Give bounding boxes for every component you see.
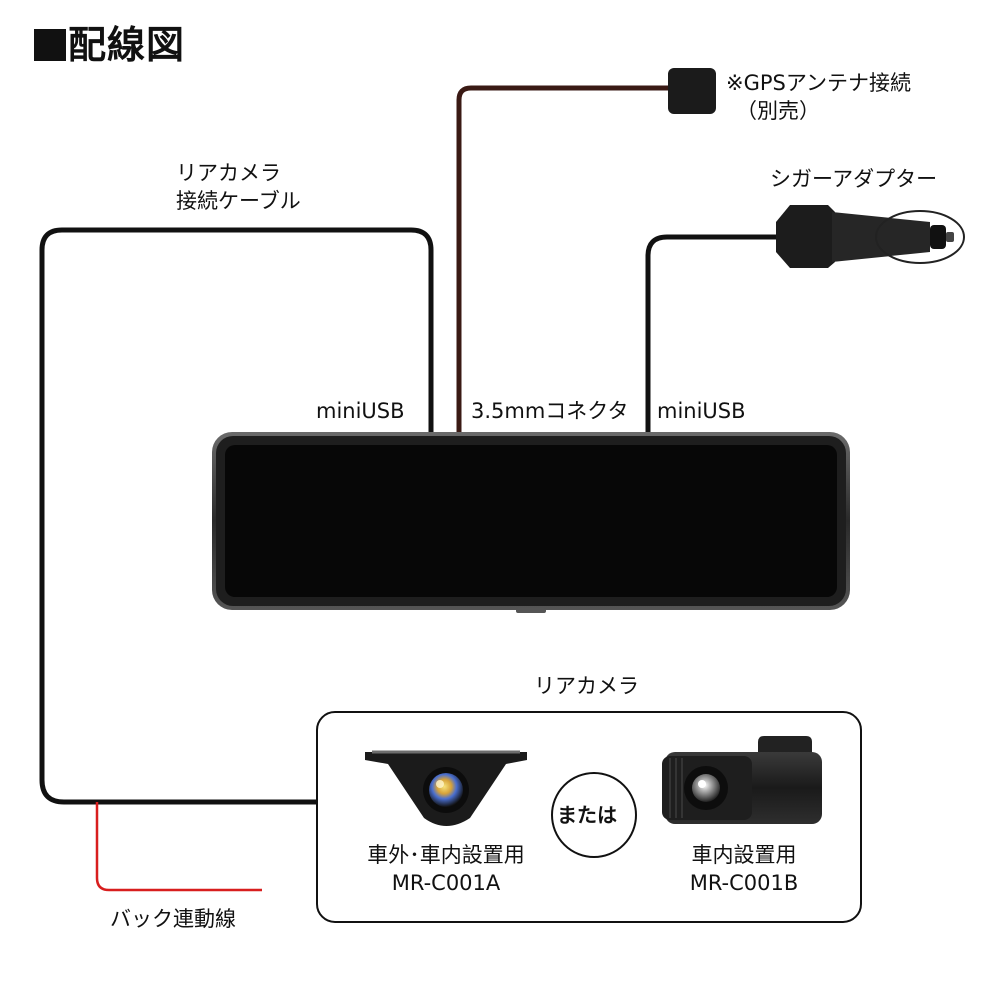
rear-camera-group-label: リアカメラ [534,674,639,698]
camera-b-icon [662,736,822,824]
rear-cable-label-line2: 接続ケーブル [176,189,301,213]
camera-b-label-line1: 車内設置用 [691,843,797,867]
camera-a-label-line2: MR-C001A [391,871,501,895]
or-label: または [557,803,617,827]
cigar-adapter-icon [776,205,965,268]
cigar-adapter-label: シガーアダプター [770,167,938,191]
cigar-adapter-cable [645,234,786,438]
gps-antenna-icon [668,68,716,114]
mirror-unit-icon [212,432,850,613]
gps-antenna-label-line1: ※GPSアンテナ接続 [726,71,912,95]
back-signal-label: バック連動線 [110,907,236,931]
back-signal-wire [95,802,262,892]
page-title: 配線図 [34,26,185,64]
camera-b-label-line2: MR-C001B [689,871,799,895]
or-circle [551,772,637,858]
port-right-label: miniUSB [657,399,746,423]
title-square-icon [34,29,66,61]
gps-cable [456,85,676,438]
port-left-label: miniUSB [316,399,405,423]
camera-a-icon [365,750,527,826]
rear-cable-label-line1: リアカメラ [176,161,281,185]
port-center-label: 3.5mmコネクタ [471,399,629,423]
gps-antenna-label-line2: （別売） [736,99,820,123]
rear-camera-cable [39,227,434,805]
camera-a-label-line1: 車外･車内設置用 [367,843,525,867]
